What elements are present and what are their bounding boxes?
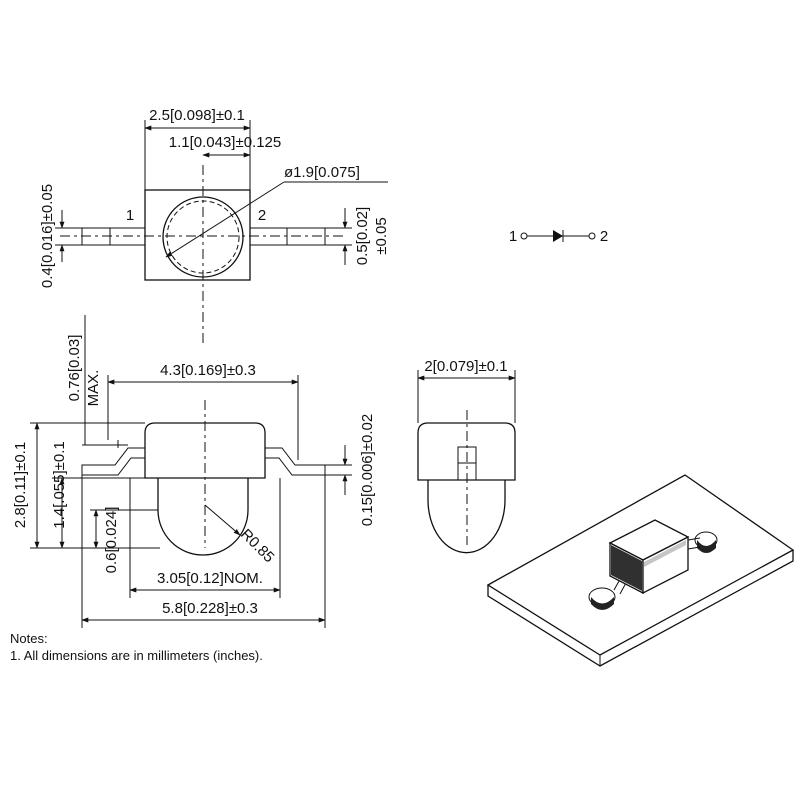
side-view-lens (427, 480, 506, 554)
side-view: 2[0.079]±0.1 (417, 358, 516, 554)
dim-side-width: 2[0.079]±0.1 (424, 358, 507, 375)
dim-lead-width-a: 0.5[0.02] (354, 207, 371, 265)
front-view-lead-right (265, 447, 326, 476)
front-view-body (144, 422, 266, 479)
front-view-lead-left (81, 447, 145, 476)
dim-top-width: 2.5[0.098]±0.1 (149, 107, 245, 124)
dim-lead-gauge: 0.15[0.006]±0.02 (359, 414, 376, 527)
notes-item: 1. All dimensions are in millimeters (in… (10, 648, 263, 663)
iso-solder-right (697, 540, 716, 553)
isometric-view (486, 474, 795, 667)
front-view-lens (157, 478, 249, 556)
front-view: 4.3[0.169]±0.3 0.76[0.03] MAX. 2.8[0.11]… (12, 315, 376, 628)
diode-symbol (553, 230, 563, 242)
schematic-pin-2: 2 (600, 228, 608, 245)
dim-lens-diameter: ø1.9[0.075] (284, 164, 360, 181)
dim-total-height: 2.8[0.11]±0.1 (12, 442, 29, 528)
diode-schematic: 1 2 (509, 228, 608, 245)
side-view-body (417, 422, 516, 481)
dim-lens-height: 0.6[0.024] (103, 507, 120, 574)
dim-lead-thickness: 0.4[0.016]±0.05 (39, 184, 56, 288)
dim-radius: R0.85 (237, 526, 277, 566)
iso-body-side (642, 535, 689, 595)
top-view-lead-left (81, 227, 146, 246)
top-pin-1-label: 1 (126, 207, 134, 224)
top-pin-2-label: 2 (258, 207, 266, 224)
top-view: 2.5[0.098]±0.1 1.1[0.043]±0.125 ø1.9[0.0… (39, 107, 390, 345)
dim-overall-length: 5.8[0.228]±0.3 (162, 600, 258, 617)
top-view-body (144, 189, 251, 281)
dim-lead-width-b: ±0.05 (373, 217, 390, 254)
iso-solder-left (591, 597, 614, 610)
dim-front-body-width: 4.3[0.169]±0.3 (160, 362, 256, 379)
schematic-pin-1: 1 (509, 228, 517, 245)
dim-nominal-span: 3.05[0.12]NOM. (157, 570, 263, 587)
dim-body-height: 1.4[.055]±0.1 (51, 441, 68, 528)
dim-max-height-b: MAX. (85, 370, 102, 407)
notes-block: Notes: 1. All dimensions are in millimet… (10, 630, 263, 664)
dim-max-height-a: 0.76[0.03] (66, 335, 83, 402)
dim-lens-offset: 1.1[0.043]±0.125 (169, 134, 282, 151)
notes-heading: Notes: (10, 631, 48, 646)
